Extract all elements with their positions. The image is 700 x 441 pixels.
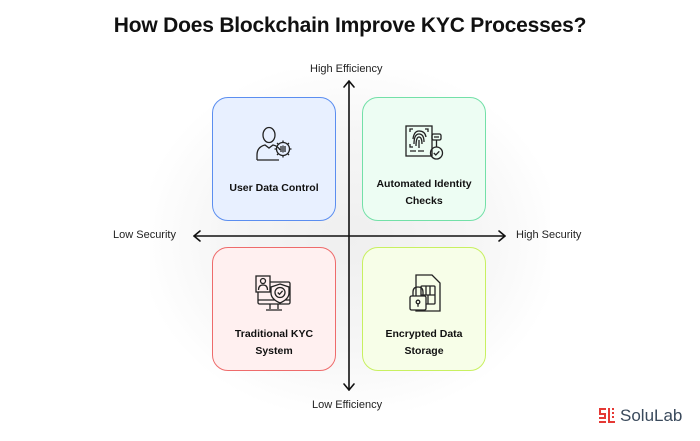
user-gear-icon (256, 126, 292, 161)
quadrant-label: Automated Identity Checks (376, 178, 472, 207)
axis-label-bottom: Low Efficiency (312, 399, 383, 411)
fingerprint-check-icon (405, 125, 444, 160)
sim-lock-icon (409, 274, 441, 312)
axis-label-left: Low Security (113, 229, 176, 241)
axis-label-right: High Security (516, 229, 582, 241)
quadrant-card-user-data-control: User Data Control (212, 97, 336, 221)
brand-logo: SoluLab (598, 406, 682, 426)
arrow-down-icon (343, 383, 355, 391)
quadrant-card-automated-identity-checks: Automated Identity Checks (362, 97, 486, 221)
solulab-logo-icon (599, 408, 615, 423)
arrow-up-icon (343, 80, 355, 88)
page-title: How Does Blockchain Improve KYC Processe… (113, 14, 587, 37)
quadrant-card-encrypted-data-storage: Encrypted Data Storage (362, 247, 486, 371)
arrow-left-icon (193, 230, 201, 242)
axis-label-top: High Efficiency (310, 63, 383, 75)
quadrant-card-traditional-kyc-system: Traditional KYC System (212, 247, 336, 371)
brand-name: SoluLab (620, 406, 683, 425)
quadrant-label: User Data Control (229, 182, 319, 194)
monitor-shield-icon (255, 275, 291, 311)
arrow-right-icon (498, 230, 506, 242)
quadrant-label: Traditional KYC System (234, 328, 314, 357)
quadrant-label: Encrypted Data Storage (385, 328, 463, 357)
